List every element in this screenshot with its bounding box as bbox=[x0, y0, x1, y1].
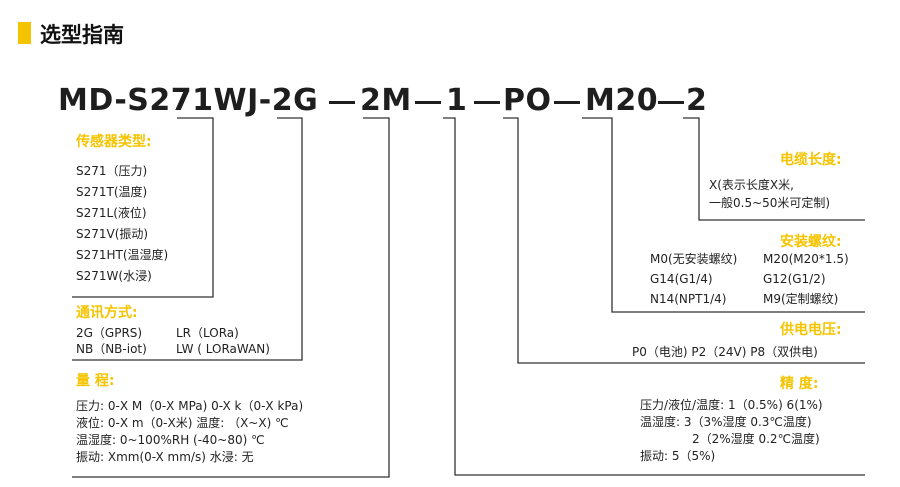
cable-title: 电缆长度: bbox=[780, 152, 842, 168]
model-segment-base: MD-S271WJ-2G bbox=[58, 83, 319, 118]
comm-option: NB（NB-iot) bbox=[76, 342, 147, 356]
thread-option: G14(G1/4) bbox=[650, 272, 713, 286]
connector-sensor-type bbox=[72, 117, 214, 298]
accuracy-line: 压力/液位/温度: 1（0.5%) 6(1%) bbox=[640, 398, 823, 412]
model-dash bbox=[554, 101, 580, 104]
sensor-type-item: S271V(振动) bbox=[76, 227, 149, 241]
cable-line: 一般0.5~50米可定制) bbox=[709, 196, 831, 210]
power-options: P0（电池) P2（24V) P8（双供电) bbox=[632, 345, 818, 359]
page-title: 选型指南 bbox=[40, 23, 124, 47]
model-dash bbox=[474, 101, 500, 104]
comm-option: 2G（GPRS) bbox=[76, 326, 143, 340]
range-line: 温湿度: 0~100%RH (-40~80) ℃ bbox=[76, 433, 265, 447]
accuracy-title: 精 度: bbox=[780, 376, 819, 392]
range-line: 压力: 0-X M（0-X MPa) 0-X k（0-X kPa) bbox=[76, 399, 304, 413]
range-line: 振动: Xmm(0-X mm/s) 水浸: 无 bbox=[76, 450, 254, 464]
sensor-type-item: S271L(液位) bbox=[76, 206, 147, 220]
thread-option: G12(G1/2) bbox=[763, 272, 826, 286]
thread-option: N14(NPT1/4) bbox=[650, 292, 727, 306]
connector-accuracy bbox=[443, 117, 865, 476]
sensor-type-item: S271（压力) bbox=[76, 164, 148, 178]
sensor-type-item: S271W(水浸) bbox=[76, 269, 152, 283]
thread-option: M0(无安装螺纹) bbox=[650, 252, 738, 266]
model-dash bbox=[415, 101, 441, 104]
range-line: 液位: 0-X m（0-X米) 温度: （X~X) ℃ bbox=[76, 416, 289, 430]
connector-cable bbox=[683, 117, 865, 221]
accuracy-line: 振动: 5（5%) bbox=[640, 449, 716, 463]
accuracy-line: 2（2%湿度 0.2℃温度) bbox=[692, 432, 820, 446]
cable-line: X(表示长度X米, bbox=[709, 178, 794, 192]
power-title: 供电电压: bbox=[780, 322, 842, 338]
connector-comm bbox=[72, 117, 303, 361]
thread-option: M9(定制螺纹) bbox=[763, 292, 839, 306]
model-segment-cable: 2 bbox=[686, 83, 708, 118]
thread-title: 安装螺纹: bbox=[780, 234, 842, 250]
heading-accent-bar bbox=[18, 22, 31, 44]
sensor-type-title: 传感器类型: bbox=[76, 134, 152, 150]
sensor-type-item: S271T(温度) bbox=[76, 185, 148, 199]
connector-power bbox=[503, 117, 865, 364]
sensor-type-item: S271HT(温湿度) bbox=[76, 248, 169, 262]
comm-option: LR（LORa) bbox=[176, 326, 239, 340]
model-dash bbox=[329, 101, 355, 104]
connector-thread bbox=[582, 117, 865, 313]
model-dash bbox=[658, 101, 684, 104]
comm-option: LW ( LORaWAN) bbox=[176, 342, 270, 356]
connector-range bbox=[72, 117, 390, 478]
model-segment-range: 2M bbox=[360, 83, 412, 118]
model-segment-power: PO bbox=[503, 83, 552, 118]
range-title: 量 程: bbox=[76, 373, 115, 389]
comm-title: 通讯方式: bbox=[76, 305, 138, 321]
model-segment-accuracy: 1 bbox=[446, 83, 468, 118]
model-segment-thread: M20 bbox=[585, 83, 659, 118]
thread-option: M20(M20*1.5) bbox=[763, 252, 849, 266]
accuracy-line: 温湿度: 3（3%湿度 0.3℃温度) bbox=[640, 415, 812, 429]
